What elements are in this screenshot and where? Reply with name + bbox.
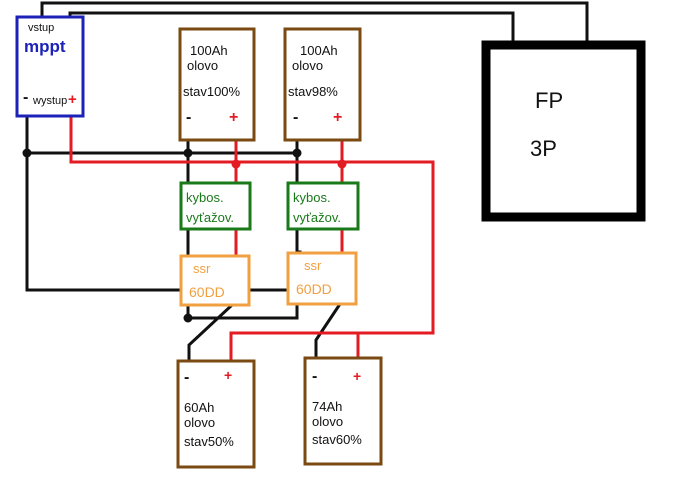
ssr-line1: ssr (304, 258, 322, 273)
battery-type: olovo (292, 58, 323, 73)
mppt-output-label: wystup (32, 95, 67, 107)
wire-left-bus (25, 151, 302, 292)
battery-minus: - (186, 109, 191, 126)
battery-capacity: 60Ah (184, 400, 214, 415)
battery-state: stav50% (184, 434, 234, 449)
battery-type: olovo (312, 414, 343, 429)
battery-box (178, 27, 256, 142)
ssr-line2: 60DD (296, 281, 332, 297)
battery-capacity: 100Ah (190, 43, 228, 58)
wire-ssr1-to-bus (186, 302, 299, 320)
battery-box (303, 356, 383, 466)
mppt-name: mppt (24, 37, 66, 56)
mppt-box (15, 15, 85, 118)
ssr-line2: 60DD (189, 284, 225, 300)
ssr-box (286, 251, 358, 306)
charger-line1: kybos. (186, 190, 224, 205)
battery-capacity: 74Ah (312, 399, 342, 414)
charger-box (179, 181, 252, 231)
wire-mppt-positive (69, 114, 435, 363)
junction-dot (183, 148, 193, 158)
battery-plus: + (229, 109, 238, 126)
battery-bottom-2: - + 74Ah olovo stav60% (303, 356, 383, 466)
battery-top-1: 100Ah olovo stav100% - + (178, 27, 256, 142)
ssr-line1: ssr (193, 261, 211, 276)
junction-dot (292, 148, 302, 158)
battery-type: olovo (184, 415, 215, 430)
ssr-box (179, 254, 251, 307)
mppt-input-label: vstup (28, 22, 54, 34)
battery-box (176, 359, 256, 469)
wire-mppt-to-inverter-inner (68, 11, 515, 45)
battery-bottom-1: - + 60Ah olovo stav50% (176, 359, 256, 469)
battery-plus: + (333, 109, 342, 126)
battery-minus: - (312, 368, 317, 385)
wire-mppt-to-inverter-outer (40, 1, 589, 45)
junction-dot (337, 159, 347, 169)
charger-line1: kybos. (293, 190, 331, 205)
mppt-controller: vstup mppt - wystup + (15, 15, 85, 118)
junction-dot (183, 313, 193, 323)
mppt-minus: - (23, 89, 28, 106)
ssr-2: ssr 60DD (286, 251, 358, 306)
charger-box (286, 181, 360, 231)
junction-dot (22, 148, 32, 158)
battery-type: olovo (187, 58, 218, 73)
inverter-box (481, 40, 646, 222)
battery-state: stav98% (288, 84, 338, 99)
inverter-label-fp: FP (535, 88, 563, 113)
battery-state: stav60% (312, 432, 362, 447)
wire-ssr1-to-bat3 (187, 302, 235, 363)
wire-ssr2-to-bat4 (314, 301, 343, 360)
inverter-fp-3p: FP 3P (481, 40, 646, 222)
battery-minus: - (184, 369, 189, 386)
inverter-label-3p: 3P (530, 136, 557, 161)
battery-capacity: 100Ah (300, 43, 338, 58)
charger-2: kybos. vyťažov. (286, 181, 360, 231)
charger-line2: vyťažov. (293, 210, 341, 225)
battery-top-2: 100Ah olovo stav98% - + (283, 27, 362, 142)
battery-plus: + (353, 368, 361, 384)
battery-state: stav100% (183, 84, 241, 99)
mppt-plus: + (68, 91, 77, 108)
junction-dot (231, 159, 241, 169)
battery-plus: + (224, 367, 232, 383)
charger-line2: vyťažov. (186, 210, 234, 225)
battery-minus: - (293, 109, 298, 126)
battery-box (283, 27, 362, 142)
ssr-1: ssr 60DD (179, 254, 251, 307)
junction-dots (22, 148, 347, 323)
charger-1: kybos. vyťažov. (179, 181, 252, 231)
